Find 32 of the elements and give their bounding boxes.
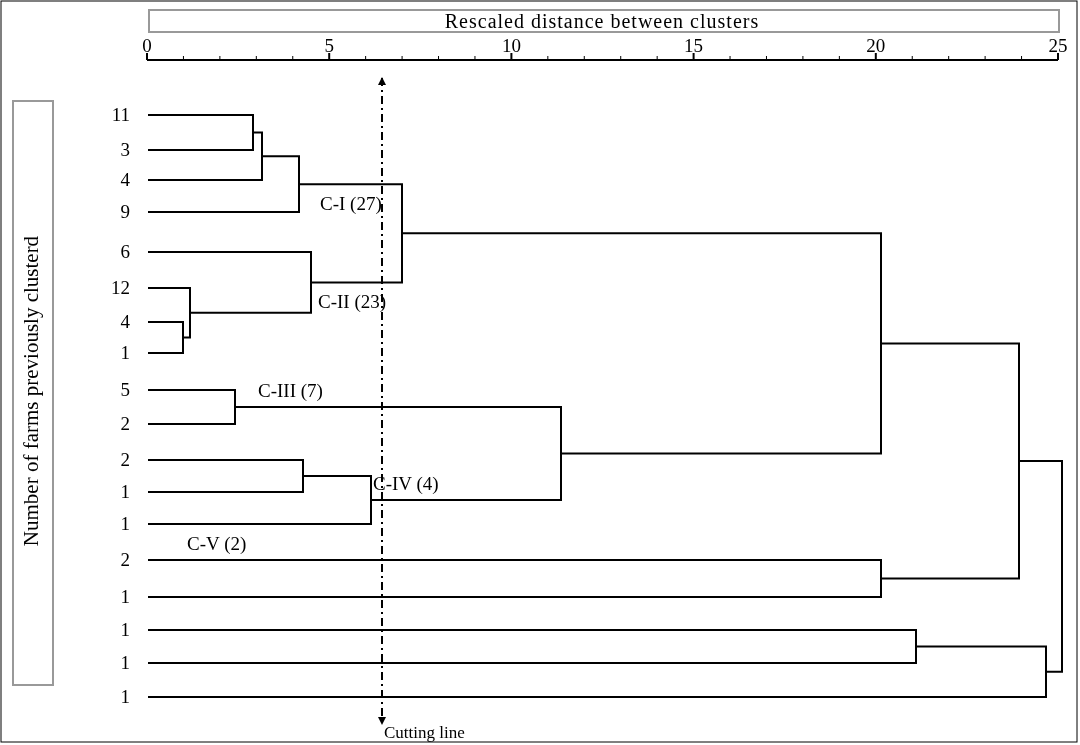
leaf-label: 4 xyxy=(120,170,130,189)
tick-label: 5 xyxy=(324,36,334,55)
tick-label: 10 xyxy=(501,36,521,55)
leaf-label: 2 xyxy=(120,450,130,469)
leaf-label: 11 xyxy=(111,105,130,124)
leaf-label: 9 xyxy=(120,202,130,221)
leaf-label: 1 xyxy=(120,587,130,606)
tick-label: 15 xyxy=(684,36,704,55)
leaf-label: 1 xyxy=(120,620,130,639)
leaf-label: 12 xyxy=(111,278,130,297)
leaf-label: 1 xyxy=(120,687,130,706)
leaf-label: 3 xyxy=(120,140,130,159)
cluster-label: C-V (2) xyxy=(187,534,247,553)
leaf-label: 2 xyxy=(120,550,130,569)
axis-title: Rescaled distance between clusters xyxy=(444,11,760,31)
tick-label: 0 xyxy=(142,36,152,55)
cutting-line-label: Cutting line xyxy=(384,724,465,741)
tick-label: 20 xyxy=(866,36,886,55)
leaf-label: 1 xyxy=(120,653,130,672)
leaf-label: 1 xyxy=(120,482,130,501)
axis-title: Number of farms previously clusterd xyxy=(20,235,42,547)
leaf-label: 5 xyxy=(120,380,130,399)
cluster-label: C-III (7) xyxy=(258,381,323,400)
leaf-label: 4 xyxy=(120,312,130,331)
leaf-label: 2 xyxy=(120,414,130,433)
leaf-label: 1 xyxy=(120,343,130,362)
leaf-label: 6 xyxy=(120,242,130,261)
cluster-label: C-IV (4) xyxy=(373,474,439,493)
tick-label: 25 xyxy=(1048,36,1068,55)
leaf-label: 1 xyxy=(120,514,130,533)
cluster-label: C-II (23) xyxy=(318,292,387,311)
cluster-label: C-I (27) xyxy=(320,194,382,213)
